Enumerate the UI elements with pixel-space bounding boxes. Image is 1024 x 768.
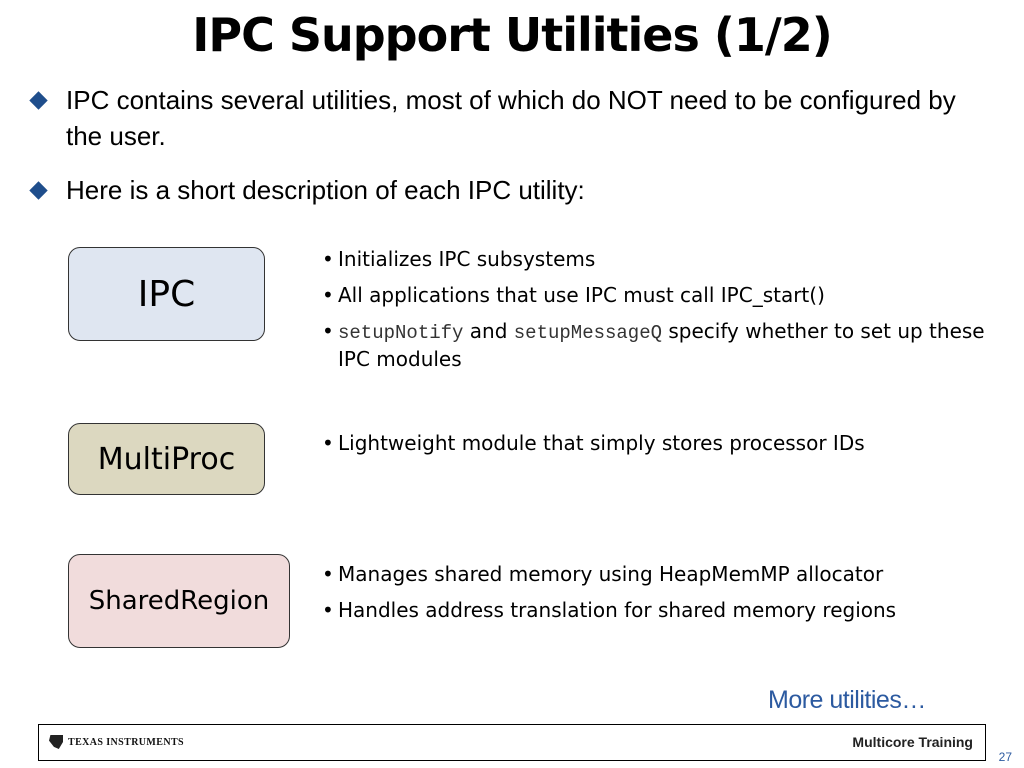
ti-company-name: Texas Instruments bbox=[68, 736, 184, 748]
ipc-point-3-rest: specify whether to set up these IPC modu… bbox=[338, 319, 985, 371]
multiproc-module-box: MultiProc bbox=[68, 423, 265, 495]
sharedregion-module-box: SharedRegion bbox=[68, 554, 290, 648]
diamond-bullet-icon bbox=[29, 91, 48, 110]
diamond-bullet-icon bbox=[29, 181, 48, 200]
footer-bar: Texas Instruments Multicore Training bbox=[38, 724, 986, 761]
main-bullet-1-text: IPC contains several utilities, most of … bbox=[66, 85, 956, 151]
sharedregion-point-1: Manages shared memory using HeapMemMP al… bbox=[320, 561, 1010, 587]
ipc-module-label: IPC bbox=[137, 273, 196, 315]
joiner-text: and bbox=[469, 319, 508, 343]
ipc-point-1: Initializes IPC subsystems bbox=[320, 246, 1000, 272]
multiproc-description-list: Lightweight module that simply stores pr… bbox=[320, 430, 1000, 466]
page-number: 27 bbox=[998, 750, 1012, 764]
ti-state-icon bbox=[49, 735, 63, 749]
ti-logo: Texas Instruments bbox=[49, 735, 184, 749]
sharedregion-module-label: SharedRegion bbox=[88, 586, 270, 616]
ipc-module-box: IPC bbox=[68, 247, 265, 341]
more-utilities-link[interactable]: More utilities… bbox=[768, 686, 926, 714]
setup-messageq-code: setupMessageQ bbox=[513, 322, 663, 344]
ipc-point-3: setupNotify and setupMessageQ specify wh… bbox=[320, 318, 1000, 372]
multiproc-module-label: MultiProc bbox=[97, 441, 236, 477]
sharedregion-description-list: Manages shared memory using HeapMemMP al… bbox=[320, 561, 1010, 633]
sharedregion-point-2: Handles address translation for shared m… bbox=[320, 597, 1010, 623]
slide-title: IPC Support Utilities (1/2) bbox=[192, 8, 832, 62]
footer-training-label: Multicore Training bbox=[852, 734, 973, 750]
multiproc-point-1: Lightweight module that simply stores pr… bbox=[320, 430, 1000, 456]
ipc-description-list: Initializes IPC subsystems All applicati… bbox=[320, 246, 1000, 382]
main-bullet-2-text: Here is a short description of each IPC … bbox=[66, 175, 585, 205]
ipc-point-2: All applications that use IPC must call … bbox=[320, 282, 1000, 308]
setup-notify-code: setupNotify bbox=[338, 322, 464, 344]
